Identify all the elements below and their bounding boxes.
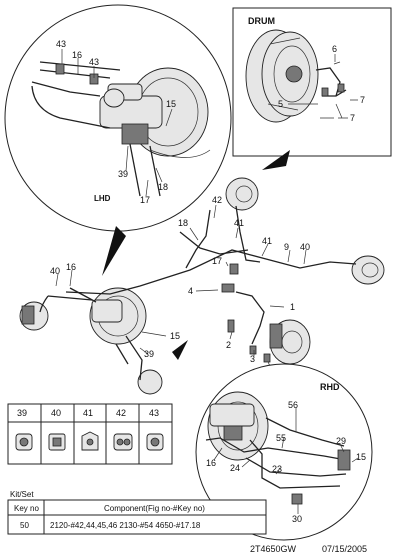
callout-18: 18 [178,218,188,228]
kit-set-caption: Kit/Set [10,490,34,499]
clip-41-icon [81,431,99,451]
callout-15: 15 [356,452,366,462]
callout-15: 15 [170,331,180,341]
inset-pointer [262,150,290,170]
callout-42: 42 [212,195,222,205]
clip-header: 41 [83,408,93,418]
callout-16: 16 [206,458,216,468]
inset-pointer [172,340,188,360]
callout-16: 16 [72,50,82,60]
clip-header: 39 [17,408,27,418]
drum-label: DRUM [248,16,275,26]
lhd-detail-inset [4,4,232,232]
kit-header-key: Key no [14,504,39,513]
callout-41: 41 [234,218,244,228]
rhd-label: RHD [320,382,340,392]
kit-row-key: 50 [20,521,29,530]
kit-header-component: Component(Fig no-#Key no) [104,504,205,513]
callout-30: 30 [292,514,302,524]
clip-header: 42 [116,408,126,418]
callout-7: 7 [360,95,365,105]
callout-17: 17 [140,195,150,205]
callout-3: 3 [250,354,255,364]
callout-15: 15 [166,99,176,109]
callout-40: 40 [50,266,60,276]
callout-6: 6 [332,44,337,54]
callout-56: 56 [288,400,298,410]
kit-row-component: 2120-#42,44,45,46 2130-#54 4650-#17.18 [50,521,201,530]
clip-42-icon [113,433,133,451]
lhd-label: LHD [94,194,111,203]
callout-43: 43 [89,57,99,67]
callout-4: 4 [188,286,193,296]
callout-17: 17 [212,256,222,266]
callout-55: 55 [276,433,286,443]
callout-18: 18 [158,182,168,192]
kit-set-table [7,499,267,535]
callout-5: 5 [278,99,283,109]
clip-40-icon [48,433,66,451]
rhd-detail-inset [195,363,373,541]
callout-39: 39 [118,169,128,179]
main-assembly [19,177,385,395]
callout-1: 1 [290,302,295,312]
callout-39: 39 [144,349,154,359]
clip-39-icon [15,433,33,451]
callout-16: 16 [66,262,76,272]
drawing-code: 2T4650GW [250,544,297,554]
callout-40: 40 [300,242,310,252]
clip-header: 40 [51,408,61,418]
callout-23: 23 [272,464,282,474]
callout-43: 43 [56,39,66,49]
callout-9: 9 [284,242,289,252]
clip-header: 43 [149,408,159,418]
inset-pointer [102,226,126,276]
callout-41: 41 [262,236,272,246]
callout-2: 2 [226,340,231,350]
callout-24: 24 [230,463,240,473]
drawing-date: 07/15/2005 [322,544,367,554]
drum-detail-inset [232,7,392,157]
callout-7: 7 [350,113,355,123]
clip-43-icon [146,433,164,451]
callout-29: 29 [336,436,346,446]
